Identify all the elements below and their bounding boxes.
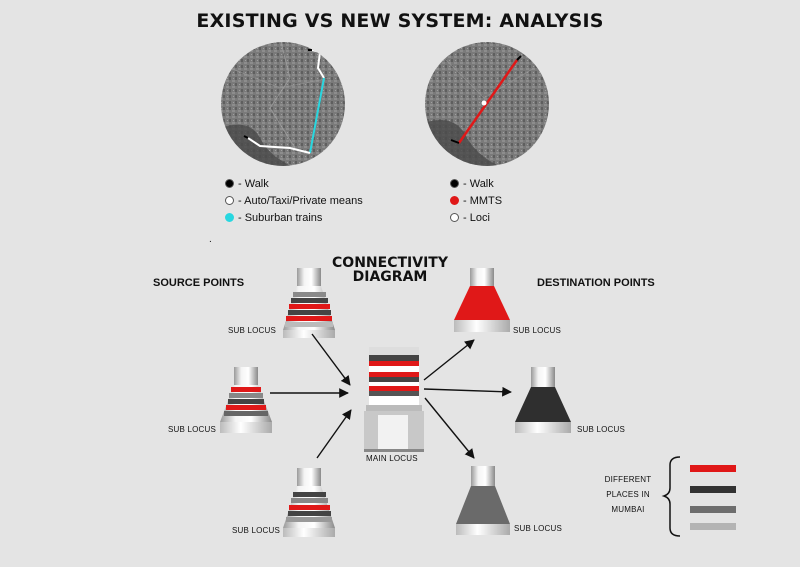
connectivity-title-line2: DIAGRAM — [352, 269, 428, 285]
legend-item-walk: - Walk — [225, 175, 363, 192]
legend-item-auto: - Auto/Taxi/Private means — [225, 192, 363, 209]
legend-label: - Walk — [463, 177, 494, 190]
destination-sub-locus-2 — [515, 367, 571, 433]
destination-sub-locus-1 — [454, 268, 510, 332]
key-line: MUMBAI — [611, 505, 645, 514]
cyan-dot-icon — [225, 213, 234, 222]
connectivity-diagram — [220, 268, 736, 537]
key-description: DIFFERENT PLACES IN MUMBAI — [600, 472, 656, 517]
sub-locus-label: SUB LOCUS — [228, 326, 277, 335]
source-sub-locus-2 — [220, 367, 272, 433]
key-swatch-red — [690, 465, 736, 472]
sub-locus-label: SUB LOCUS — [577, 425, 626, 434]
legend-label: - Auto/Taxi/Private means — [238, 194, 363, 207]
source-points-heading: SOURCE POINTS — [153, 277, 245, 289]
key-line: DIFFERENT — [604, 475, 652, 484]
stray-dot: . — [209, 234, 212, 245]
black-dot-icon — [225, 179, 234, 188]
arrow-main-dest3 — [424, 397, 475, 459]
connection-arrows — [270, 333, 512, 459]
destination-sub-locus-3 — [456, 466, 510, 535]
white-dot-icon — [450, 213, 459, 222]
key-swatch-mid — [690, 506, 736, 513]
new-legend: - Walk - MMTS - Loci — [450, 175, 502, 226]
arrow-main-dest2 — [423, 386, 512, 397]
legend-label: - MMTS — [463, 194, 503, 207]
legend-item-loci: - Loci — [450, 209, 502, 226]
existing-legend: - Walk - Auto/Taxi/Private means - Subur… — [225, 175, 363, 226]
key-line: PLACES IN — [606, 490, 650, 499]
arrow-source3-main — [316, 409, 352, 459]
existing-system-map — [221, 42, 345, 166]
arrow-main-dest1 — [423, 339, 475, 381]
legend-item-walk: - Walk — [450, 175, 502, 192]
new-system-map — [425, 42, 549, 166]
connectivity-title: CONNECTIVITY DIAGRAM — [320, 256, 460, 284]
key-swatch-dark — [690, 486, 736, 493]
arrow-source1-main — [311, 333, 351, 386]
source-sub-locus-3 — [283, 468, 335, 537]
red-dot-icon — [450, 196, 459, 205]
source-sub-locus-1 — [283, 268, 335, 338]
key-swatch-light — [690, 523, 736, 530]
main-locus — [364, 347, 424, 452]
white-dot-icon — [225, 196, 234, 205]
sub-locus-label: SUB LOCUS — [168, 425, 217, 434]
destination-points-heading: DESTINATION POINTS — [537, 277, 655, 289]
black-dot-icon — [450, 179, 459, 188]
legend-item-mmts: - MMTS — [450, 192, 502, 209]
sub-locus-label: SUB LOCUS — [513, 326, 562, 335]
legend-label: - Walk — [238, 177, 269, 190]
legend-label: - Loci — [463, 211, 490, 224]
page-title: EXISTING VS NEW SYSTEM: ANALYSIS — [196, 10, 604, 32]
connectivity-title-line1: CONNECTIVITY — [332, 255, 448, 271]
legend-label: - Suburban trains — [238, 211, 323, 224]
legend-item-suburban: - Suburban trains — [225, 209, 363, 226]
sub-locus-label: SUB LOCUS — [232, 526, 281, 535]
sub-locus-label: SUB LOCUS — [514, 524, 563, 533]
main-locus-label: MAIN LOCUS — [366, 454, 418, 463]
key-bracket — [661, 456, 681, 537]
